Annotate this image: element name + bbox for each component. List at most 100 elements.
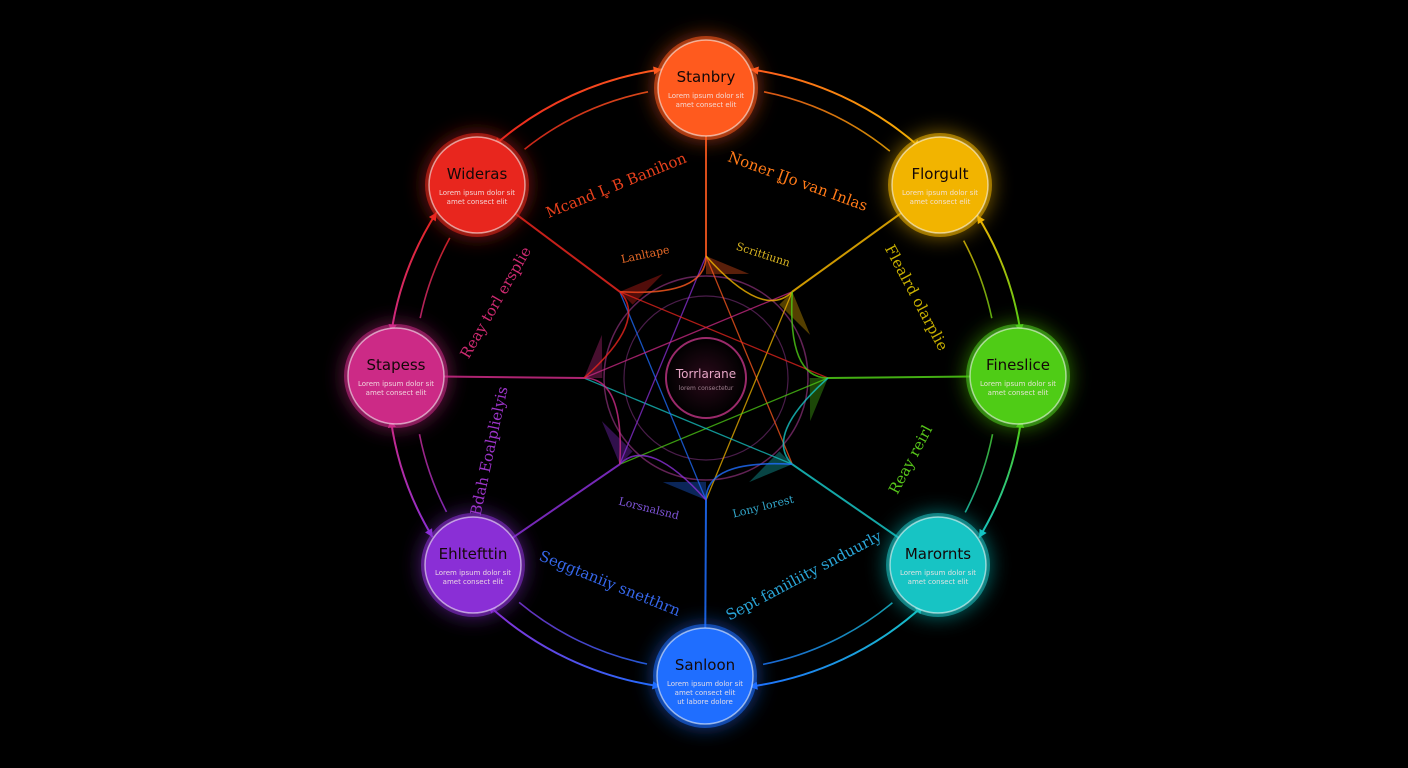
node-description: Lorem ipsum dolor sit: [439, 189, 515, 197]
cycle-arc-inner: [518, 601, 648, 665]
hub-curve: [705, 255, 793, 302]
node-circle: [889, 516, 987, 614]
hub-wedge: [619, 273, 663, 305]
star-line: [583, 291, 793, 379]
cycle-arc: [750, 68, 922, 149]
hub-curve: [583, 291, 630, 379]
inner-label: Lony lorest: [731, 493, 796, 521]
star-line: [619, 377, 829, 465]
inner-label: Lorsnalsnd: [617, 495, 680, 523]
node-description: amet consect elit: [988, 389, 1049, 397]
hub-curve: [619, 454, 707, 501]
star-line: [705, 255, 793, 465]
node-title: Ehltefttin: [439, 545, 508, 563]
node-circle: [428, 136, 526, 234]
node-circle: [891, 136, 989, 234]
hub-wedge: [779, 291, 811, 335]
node-circle: [424, 516, 522, 614]
node-description: amet consect elit: [675, 689, 736, 697]
center-circle: [665, 337, 747, 419]
inner-hub-network: [395, 88, 1019, 677]
node-description: amet consect elit: [676, 101, 737, 109]
cycle-arc-inner: [763, 91, 891, 152]
node-description: ut labore dolore: [677, 698, 733, 706]
node-title: Sanloon: [675, 656, 735, 674]
node-circle: [969, 327, 1067, 425]
cycle-arc-inner: [419, 237, 451, 319]
node-description: Lorem ipsum dolor sit: [902, 189, 978, 197]
node-title: Stapess: [367, 356, 426, 374]
node-title: Fineslice: [986, 356, 1050, 374]
cycle-arc-inner: [418, 434, 448, 513]
star-line: [583, 377, 793, 465]
hub-wedge: [662, 481, 706, 500]
node-description: Lorem ipsum dolor sit: [667, 680, 743, 688]
center-node: Torrlarane lorem consectetur: [665, 337, 747, 419]
inner-ring: [603, 275, 809, 481]
edge-label: Mcand L̥ B Banihon: [543, 149, 689, 222]
star-line: [619, 291, 707, 501]
cycle-arc: [487, 604, 661, 688]
cycle-arc-inner: [964, 434, 994, 513]
arrow-head: [979, 528, 987, 538]
node-description: amet consect elit: [908, 578, 969, 586]
cycle-arc: [390, 211, 438, 333]
node-description: amet consect elit: [366, 389, 427, 397]
hub-curve: [705, 462, 793, 501]
edge-label: Flealrd olarplie: [881, 242, 952, 354]
cycle-arc: [389, 419, 434, 538]
node-description: Lorem ipsum dolor sit: [980, 380, 1056, 388]
node-title: Marornts: [905, 545, 971, 563]
hub-curve: [782, 377, 829, 465]
node-description: Lorem ipsum dolor sit: [900, 569, 976, 577]
edge-label: Noner I̥Jo van Inlas: [725, 148, 870, 215]
cycle-arc-inner: [762, 602, 893, 666]
center-title: Torrlarane: [675, 367, 736, 381]
center-subtitle: lorem consectetur: [679, 385, 734, 392]
hub-wedge: [706, 256, 750, 275]
star-line: [619, 291, 829, 379]
node-description: Lorem ipsum dolor sit: [668, 92, 744, 100]
cycle-arc: [493, 68, 662, 147]
hub-wedge: [749, 451, 793, 483]
star-line: [705, 291, 793, 501]
node-description: amet consect elit: [447, 198, 508, 206]
inner-label: Scrittiunn: [734, 240, 791, 270]
node-title: Wideras: [447, 165, 508, 183]
node-circle: [656, 627, 754, 725]
cycle-arc-inner: [524, 91, 649, 150]
cycle-arc: [978, 419, 1023, 539]
star-line: [619, 255, 707, 465]
cycle-arc-inner: [962, 240, 993, 319]
node-description: amet consect elit: [443, 578, 504, 586]
node-title: Stanbry: [677, 68, 736, 86]
inner-label: Lanltape: [620, 243, 671, 266]
node-description: amet consect elit: [910, 198, 971, 206]
hub-curve: [619, 255, 707, 294]
hub-wedge: [584, 334, 603, 378]
node-circle: [657, 39, 755, 137]
inner-ring-2: [623, 295, 789, 461]
node-circle: [347, 327, 445, 425]
edge-label: Sept faniiliity snduurly: [723, 527, 885, 625]
edge-label: Seggtaniiy snetthrn: [537, 547, 684, 620]
edge-label: Bdah Eoalplielyis: [467, 385, 512, 517]
hub-wedge: [809, 378, 828, 422]
hub-wedge: [601, 421, 633, 465]
edge-label: Reay reirl: [885, 422, 936, 497]
node-description: Lorem ipsum dolor sit: [358, 380, 434, 388]
cycle-arc: [976, 214, 1022, 333]
cycle-arc: [749, 604, 924, 688]
node-description: Lorem ipsum dolor sit: [435, 569, 511, 577]
edge-label: Reay torl ersplie: [456, 243, 535, 361]
